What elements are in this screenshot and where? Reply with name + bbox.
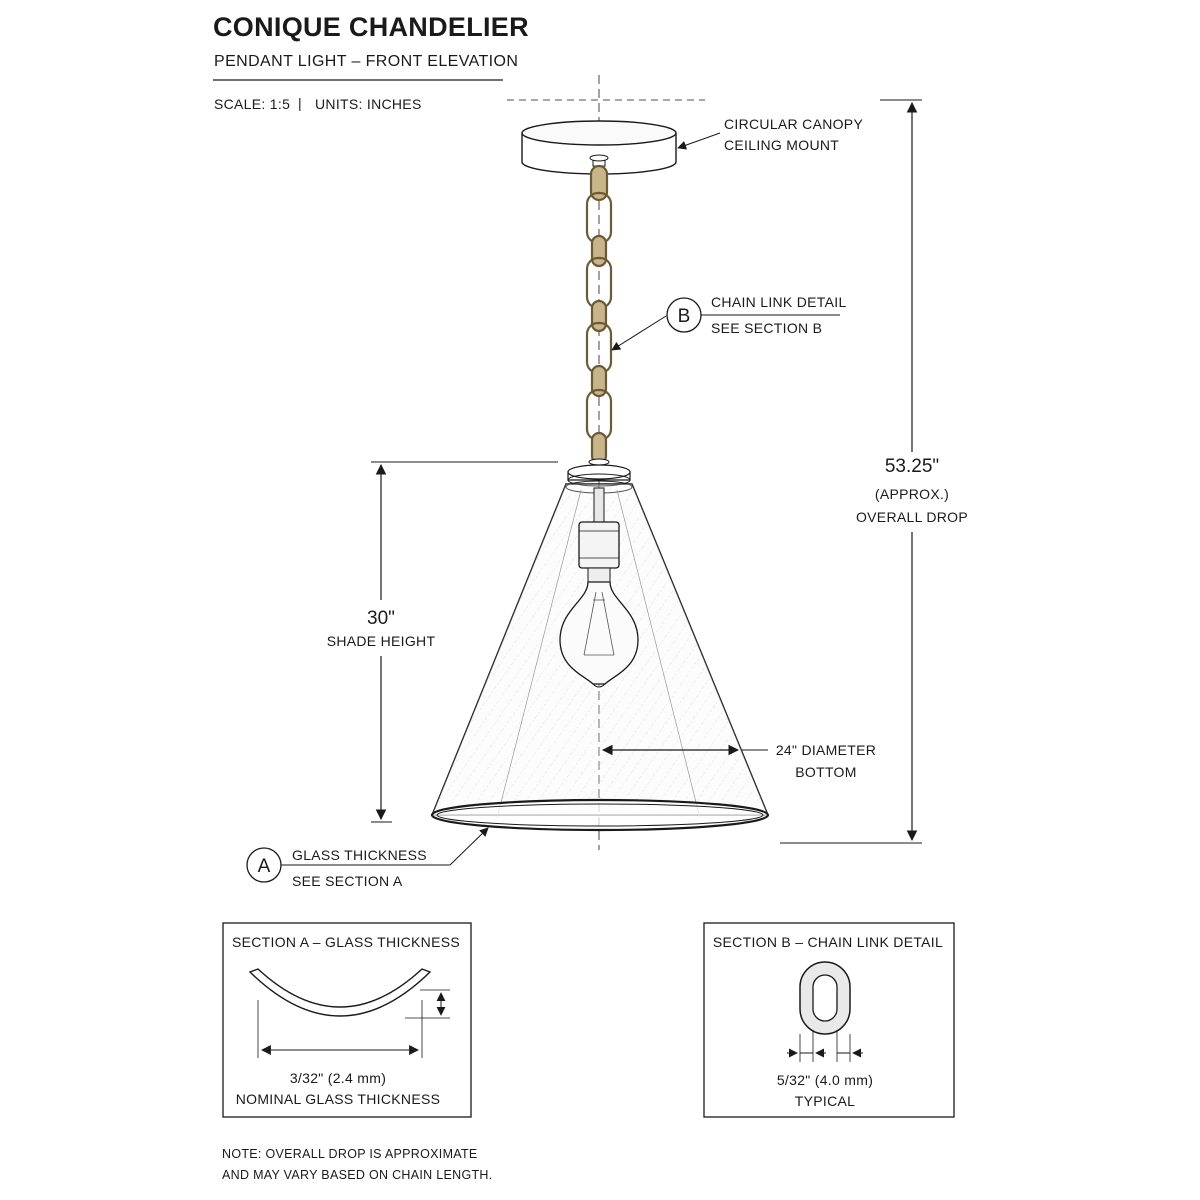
note-line2: AND MAY VARY BASED ON CHAIN LENGTH. — [222, 1168, 493, 1182]
note-line1: NOTE: OVERALL DROP IS APPROXIMATE — [222, 1147, 478, 1161]
shade-collar — [565, 458, 633, 494]
glass-callout: A GLASS THICKNESS SEE SECTION A — [246, 827, 489, 889]
canopy-callout-line2: CEILING MOUNT — [724, 137, 839, 153]
section-b-panel: SECTION B – CHAIN LINK DETAIL 5/32" (4.0… — [703, 922, 955, 1118]
units-label: UNITS: INCHES — [315, 96, 422, 112]
drawing-subtitle: PENDANT LIGHT – FRONT ELEVATION — [214, 53, 518, 70]
chain — [585, 164, 613, 465]
section-b-value: 5/32" (4.0 mm) — [777, 1072, 873, 1088]
section-a-panel: SECTION A – GLASS THICKNESS 3/32" (2.4 m… — [222, 922, 472, 1118]
chain-callout: B CHAIN LINK DETAIL SEE SECTION B — [611, 294, 847, 351]
diameter-value: 24" DIAMETER — [776, 742, 876, 758]
section-a-caption: NOMINAL GLASS THICKNESS — [236, 1091, 441, 1107]
canopy-callout: CIRCULAR CANOPY CEILING MOUNT — [677, 116, 863, 153]
section-a-title: SECTION A – GLASS THICKNESS — [232, 934, 460, 950]
scale-label: SCALE: 1:5 — [214, 96, 290, 112]
section-b-caption: TYPICAL — [795, 1093, 855, 1109]
section-a-marker-letter: A — [258, 856, 271, 877]
shade-height-label: SHADE HEIGHT — [327, 633, 436, 649]
section-b-title: SECTION B – CHAIN LINK DETAIL — [713, 934, 943, 950]
overall-drop-label: OVERALL DROP — [856, 509, 968, 525]
canopy — [521, 120, 677, 175]
drawing-note: NOTE: OVERALL DROP IS APPROXIMATE AND MA… — [222, 1147, 493, 1182]
canopy-callout-line1: CIRCULAR CANOPY — [724, 116, 863, 132]
overall-drop-dimension: 53.25" (APPROX.) OVERALL DROP — [780, 99, 970, 844]
chain-callout-line1: CHAIN LINK DETAIL — [711, 294, 847, 310]
shade-height-dimension: 30" SHADE HEIGHT — [325, 461, 558, 823]
section-b-marker-letter: B — [678, 306, 691, 327]
bulb-assembly — [559, 487, 639, 688]
overall-drop-value: 53.25" — [885, 456, 939, 477]
drawing-title: CONIQUE CHANDELIER — [213, 12, 529, 42]
glass-callout-line1: GLASS THICKNESS — [292, 847, 427, 863]
chain-callout-line2: SEE SECTION B — [711, 320, 822, 336]
title-block: CONIQUE CHANDELIER PENDANT LIGHT – FRONT… — [213, 12, 529, 112]
section-a-value: 3/32" (2.4 mm) — [290, 1070, 386, 1086]
shade-height-value: 30" — [367, 608, 395, 629]
diameter-label: BOTTOM — [795, 764, 856, 780]
overall-drop-note: (APPROX.) — [875, 486, 949, 502]
scale-separator: | — [298, 95, 302, 111]
diameter-dimension: 24" DIAMETER BOTTOM — [601, 742, 876, 780]
glass-callout-line2: SEE SECTION A — [292, 873, 403, 889]
